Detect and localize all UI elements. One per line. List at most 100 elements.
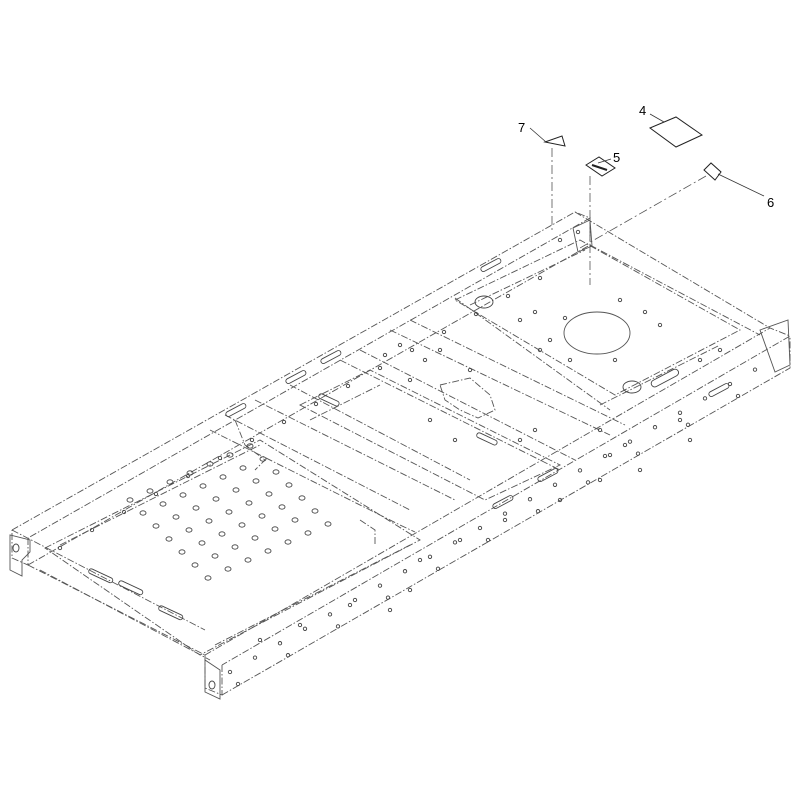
rail-hole bbox=[313, 401, 319, 407]
plate-hole bbox=[126, 497, 134, 503]
plate-hole bbox=[198, 540, 206, 546]
callout-7-leader bbox=[529, 127, 547, 143]
plate-hole bbox=[244, 557, 252, 563]
rail-hole bbox=[437, 347, 443, 353]
rail-hole bbox=[552, 482, 558, 487]
rail-hole bbox=[452, 540, 458, 545]
rail-hole bbox=[562, 315, 568, 321]
rail-hole bbox=[502, 517, 508, 523]
rail-hole bbox=[575, 229, 581, 235]
callout-6-leader bbox=[717, 173, 765, 197]
rail-hole bbox=[532, 309, 538, 315]
part-7-decal[interactable] bbox=[543, 135, 566, 147]
rear-left-bracket bbox=[572, 219, 593, 253]
part-6-assembly-line bbox=[579, 175, 707, 249]
rail-hole bbox=[185, 473, 191, 479]
plate-hole bbox=[219, 474, 227, 480]
rail-hole bbox=[687, 437, 693, 443]
plate-hole bbox=[311, 508, 319, 514]
plate-hole bbox=[179, 492, 187, 498]
rail-hole bbox=[281, 419, 287, 425]
rail-hole bbox=[252, 655, 258, 660]
plate-hole bbox=[245, 500, 253, 506]
plate-hole bbox=[298, 495, 306, 501]
rail-hole bbox=[257, 637, 263, 643]
rail-hole bbox=[57, 545, 63, 551]
plate-hole bbox=[204, 575, 212, 581]
rail-hole bbox=[752, 367, 758, 372]
rail-hole bbox=[557, 497, 563, 503]
rail-hole bbox=[227, 669, 233, 675]
plate-hole bbox=[226, 452, 234, 458]
rail-hole bbox=[505, 293, 511, 299]
rail-hole bbox=[637, 467, 643, 473]
plate-hole bbox=[185, 527, 193, 533]
rail-hole bbox=[677, 410, 683, 415]
rail-hole bbox=[652, 425, 658, 430]
plate-hole bbox=[324, 521, 332, 527]
callout-5-leader bbox=[597, 158, 612, 164]
plate-hole bbox=[206, 461, 214, 467]
deck-center-hole bbox=[563, 311, 631, 355]
plate-hole bbox=[205, 518, 213, 524]
rail-hole bbox=[702, 396, 708, 401]
plate-hole bbox=[239, 465, 247, 471]
rail-hole bbox=[121, 509, 127, 515]
rail-hole bbox=[377, 583, 383, 588]
rail-hole bbox=[302, 626, 308, 631]
rail-hole bbox=[735, 393, 741, 399]
rail-hole bbox=[537, 347, 543, 353]
rail-hole bbox=[685, 422, 691, 427]
plate-hole bbox=[278, 504, 286, 510]
part-4-decal[interactable] bbox=[648, 116, 704, 148]
rail-hole bbox=[297, 622, 303, 628]
plate-hole bbox=[238, 522, 246, 528]
rail-hole bbox=[622, 442, 628, 448]
rail-hole bbox=[577, 468, 583, 473]
plate-hole bbox=[199, 483, 207, 489]
rail-hole bbox=[435, 566, 441, 571]
callout-7-label: 7 bbox=[518, 120, 525, 135]
rail-hole bbox=[153, 491, 159, 497]
rail-hole bbox=[602, 453, 608, 459]
rail-hole bbox=[387, 607, 393, 613]
plate-hole bbox=[191, 562, 199, 568]
plate-hole bbox=[271, 526, 279, 532]
plate-hole bbox=[284, 539, 292, 545]
rail-hole bbox=[385, 595, 391, 600]
rail-hole bbox=[409, 347, 415, 353]
rail-hole bbox=[235, 681, 241, 687]
plate-hole bbox=[246, 443, 254, 449]
rail-hole bbox=[567, 357, 573, 363]
rail-holes bbox=[57, 229, 758, 687]
rail-hole bbox=[717, 347, 723, 353]
rail-hole bbox=[657, 322, 663, 328]
rail-hole bbox=[89, 527, 95, 533]
rail-hole bbox=[627, 439, 633, 444]
rail-hole bbox=[407, 377, 413, 383]
plate-hole bbox=[192, 505, 200, 511]
rail-hole bbox=[532, 427, 538, 433]
rail-hole bbox=[727, 381, 733, 387]
rail-hole bbox=[697, 357, 703, 363]
rail-hole bbox=[327, 612, 333, 617]
rail-hole bbox=[597, 477, 603, 483]
rail-hole bbox=[547, 337, 553, 343]
rail-hole bbox=[345, 383, 351, 389]
rail-hole bbox=[249, 437, 255, 443]
rail-hole bbox=[607, 452, 613, 458]
callout-6-label: 6 bbox=[767, 195, 774, 210]
rail-hole bbox=[517, 437, 523, 443]
part-6-decal[interactable] bbox=[703, 162, 722, 181]
rail-hole bbox=[612, 357, 618, 363]
rail-hole bbox=[617, 297, 623, 303]
rail-hole bbox=[417, 557, 423, 563]
part-5-decal[interactable] bbox=[585, 156, 616, 177]
rail-hole bbox=[347, 602, 353, 608]
plate-hole bbox=[291, 517, 299, 523]
rail-hole bbox=[397, 342, 403, 348]
rail-hole bbox=[527, 497, 533, 502]
rail-hole bbox=[402, 569, 408, 574]
plate-hole bbox=[165, 536, 173, 542]
plate-hole bbox=[186, 470, 194, 476]
